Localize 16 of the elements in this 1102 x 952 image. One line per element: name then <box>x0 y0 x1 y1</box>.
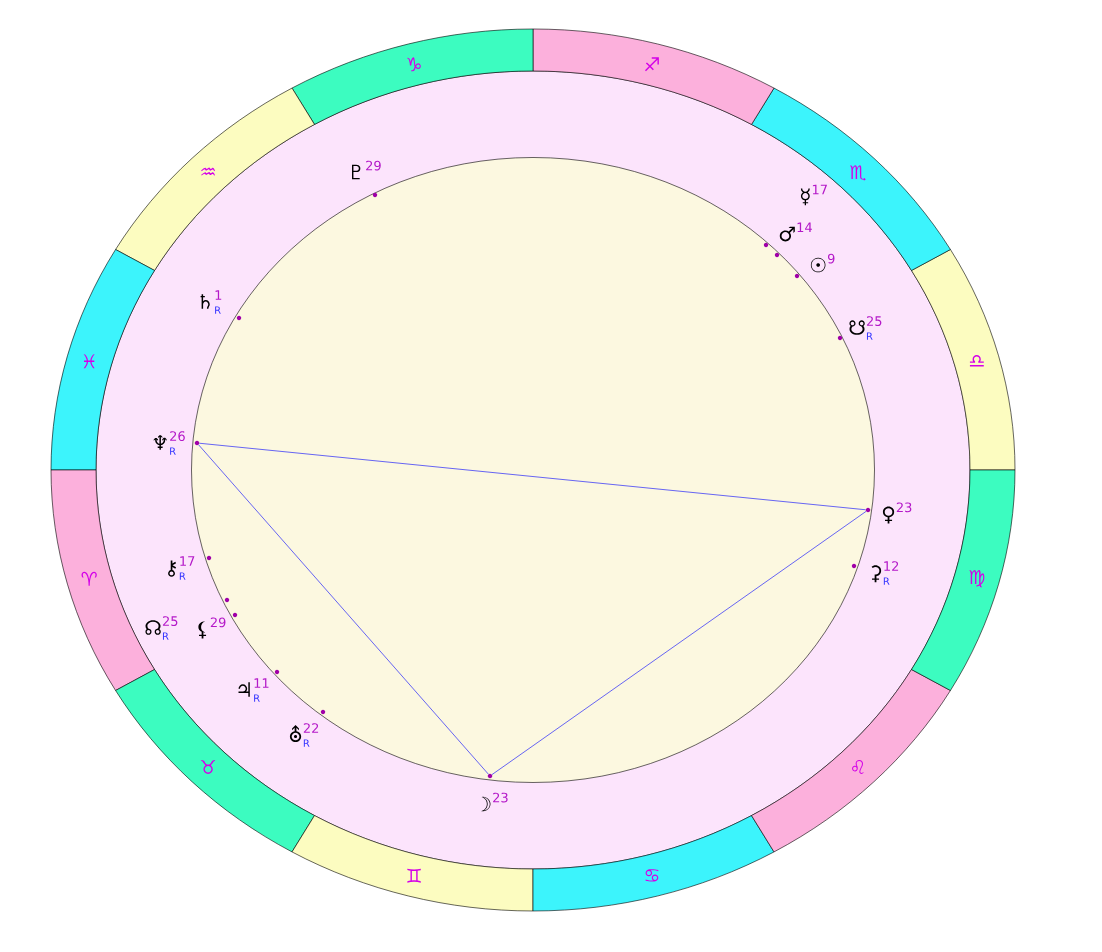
zodiac-sign-segment: ♋ <box>532 815 775 912</box>
planet-glyph: ⚸ 29 <box>198 617 226 639</box>
zodiac-sign-segment: ♒ <box>115 87 315 271</box>
zodiac-sign-segment: ♍ <box>911 469 1016 691</box>
planet-glyph: ♇ 29 <box>352 160 381 180</box>
zodiac-sign-segment: ♓ <box>50 249 155 471</box>
planet-glyph: ♄ 1 R <box>200 290 222 314</box>
zodiac-sign-segment: ♊ <box>291 815 534 912</box>
zodiac-sign-segment: ♌ <box>751 669 951 853</box>
zodiac-sign-segment: ♑ <box>291 28 534 125</box>
aspect-line <box>199 442 866 511</box>
zodiac-sign-segment: ♎ <box>911 249 1016 471</box>
aspect-line <box>491 511 867 775</box>
aspect-line <box>198 444 489 775</box>
zodiac-sign-segment: ♐ <box>532 28 775 125</box>
planet-glyph: ♃ 11 R <box>238 678 269 702</box>
